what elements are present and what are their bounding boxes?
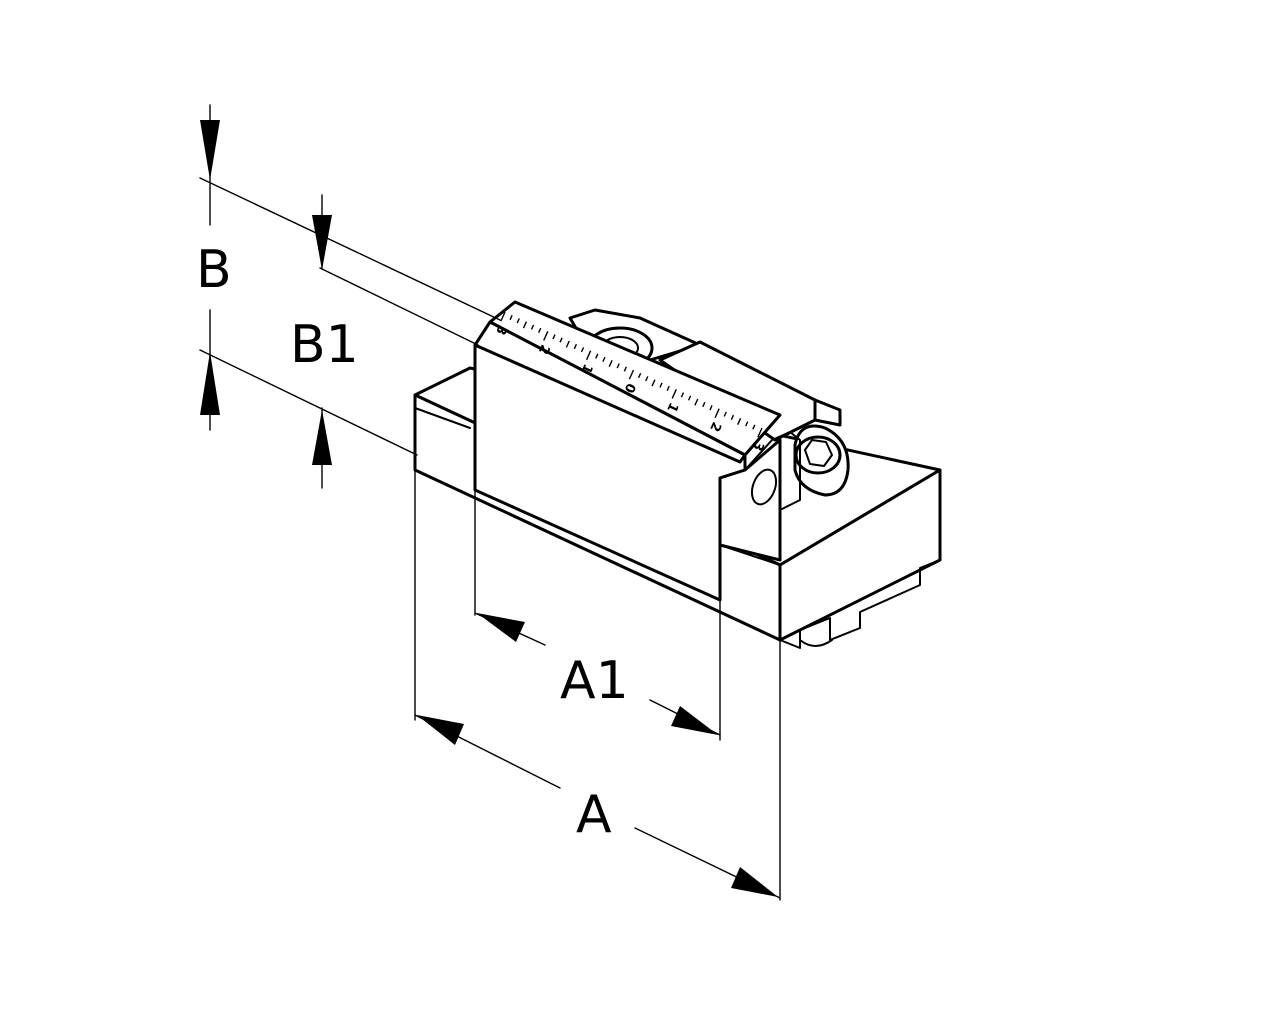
scale-tick <box>745 421 749 427</box>
scale-tick <box>687 395 692 401</box>
scale-tick <box>752 424 756 430</box>
scale-tick <box>573 343 578 350</box>
scale-tick <box>666 385 670 391</box>
arrow-b1-top <box>312 215 332 270</box>
dimension-label-a1: A1 <box>560 651 629 711</box>
scale-tick <box>623 366 627 372</box>
hex-screw-icon <box>793 424 850 497</box>
scale-tick <box>628 369 635 380</box>
scale-tick <box>702 401 706 408</box>
scale-tick <box>522 321 528 329</box>
dimension-label-b: B <box>196 240 232 300</box>
scale-tick <box>580 347 585 353</box>
scale-tick <box>585 350 592 361</box>
scale-tick <box>543 331 549 341</box>
dimension-label-b1: B1 <box>290 315 359 375</box>
scale-tick <box>637 372 642 379</box>
scale-tick <box>509 314 513 321</box>
pin-hole-icon <box>750 468 778 506</box>
scale-tick <box>694 398 699 406</box>
scale-tick <box>730 414 735 420</box>
arrow-b1-bottom <box>312 410 332 465</box>
scale-tick <box>559 337 563 343</box>
arrow-a1-left <box>477 613 525 642</box>
scale-tick <box>500 311 506 322</box>
arrow-a-left <box>417 715 464 745</box>
scale-tick <box>616 363 620 369</box>
arrowheads <box>200 120 778 897</box>
scale-tick <box>651 379 656 387</box>
scale-tick <box>595 353 599 359</box>
scale-tick <box>659 382 663 388</box>
scale-tick <box>680 392 685 398</box>
arrow-a1-right <box>671 706 718 735</box>
scale-tick <box>516 318 520 324</box>
scale-tick <box>537 327 542 333</box>
scale-tick <box>714 408 720 419</box>
arrow-a-right <box>731 867 778 897</box>
scale-tick <box>671 389 677 399</box>
scale-tick <box>552 334 556 340</box>
scale-tick <box>602 356 606 362</box>
scale-tick <box>737 418 742 426</box>
scale-tick <box>645 376 649 382</box>
scale-tick <box>565 340 570 348</box>
scale-tick <box>608 360 613 368</box>
scale-tick <box>709 405 713 411</box>
scale-tick <box>530 324 535 330</box>
dimension-label-a: A <box>576 785 612 845</box>
arrow-b-top <box>200 120 220 180</box>
arrow-b-bottom <box>200 352 220 415</box>
scale-tick <box>757 427 763 438</box>
scale-tick <box>723 411 727 417</box>
